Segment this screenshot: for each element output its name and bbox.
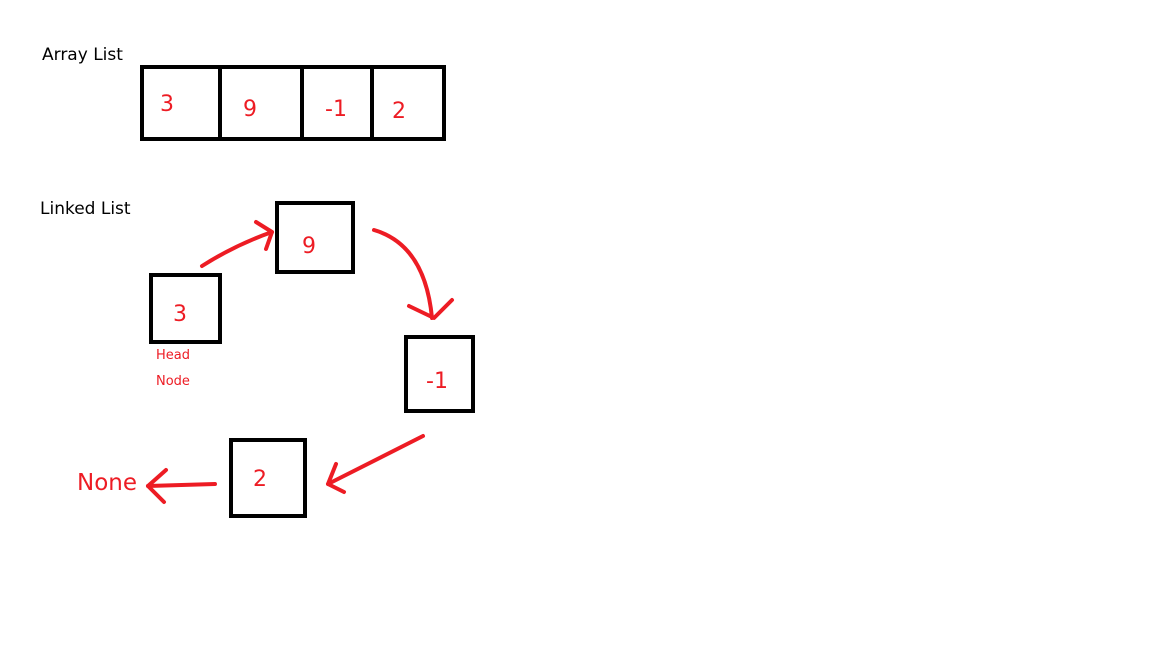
node-2 [275,201,355,274]
arrow-minus1-to-2-icon [326,434,425,486]
head-label: Head [156,348,190,363]
node-4-value: 2 [253,467,267,492]
node-head-value: 3 [173,302,187,327]
array-list-title: Array List [42,45,123,65]
node-3 [404,335,475,413]
array-cell-3 [370,65,446,141]
linked-list-title: Linked List [40,199,131,219]
node-3-value: -1 [426,369,448,394]
arrow-head-to-9-icon [200,230,274,268]
terminal-none-label: None [77,470,138,496]
array-value-2: -1 [325,97,347,122]
node-label: Node [156,374,190,389]
node-head [149,273,222,344]
arrow-9-to-minus1-icon [372,228,434,320]
array-value-1: 9 [243,97,257,122]
array-value-3: 2 [392,99,406,124]
array-value-0: 3 [160,92,174,117]
node-4 [229,438,307,518]
arrow-2-to-none-icon [146,482,217,488]
node-2-value: 9 [302,234,316,259]
